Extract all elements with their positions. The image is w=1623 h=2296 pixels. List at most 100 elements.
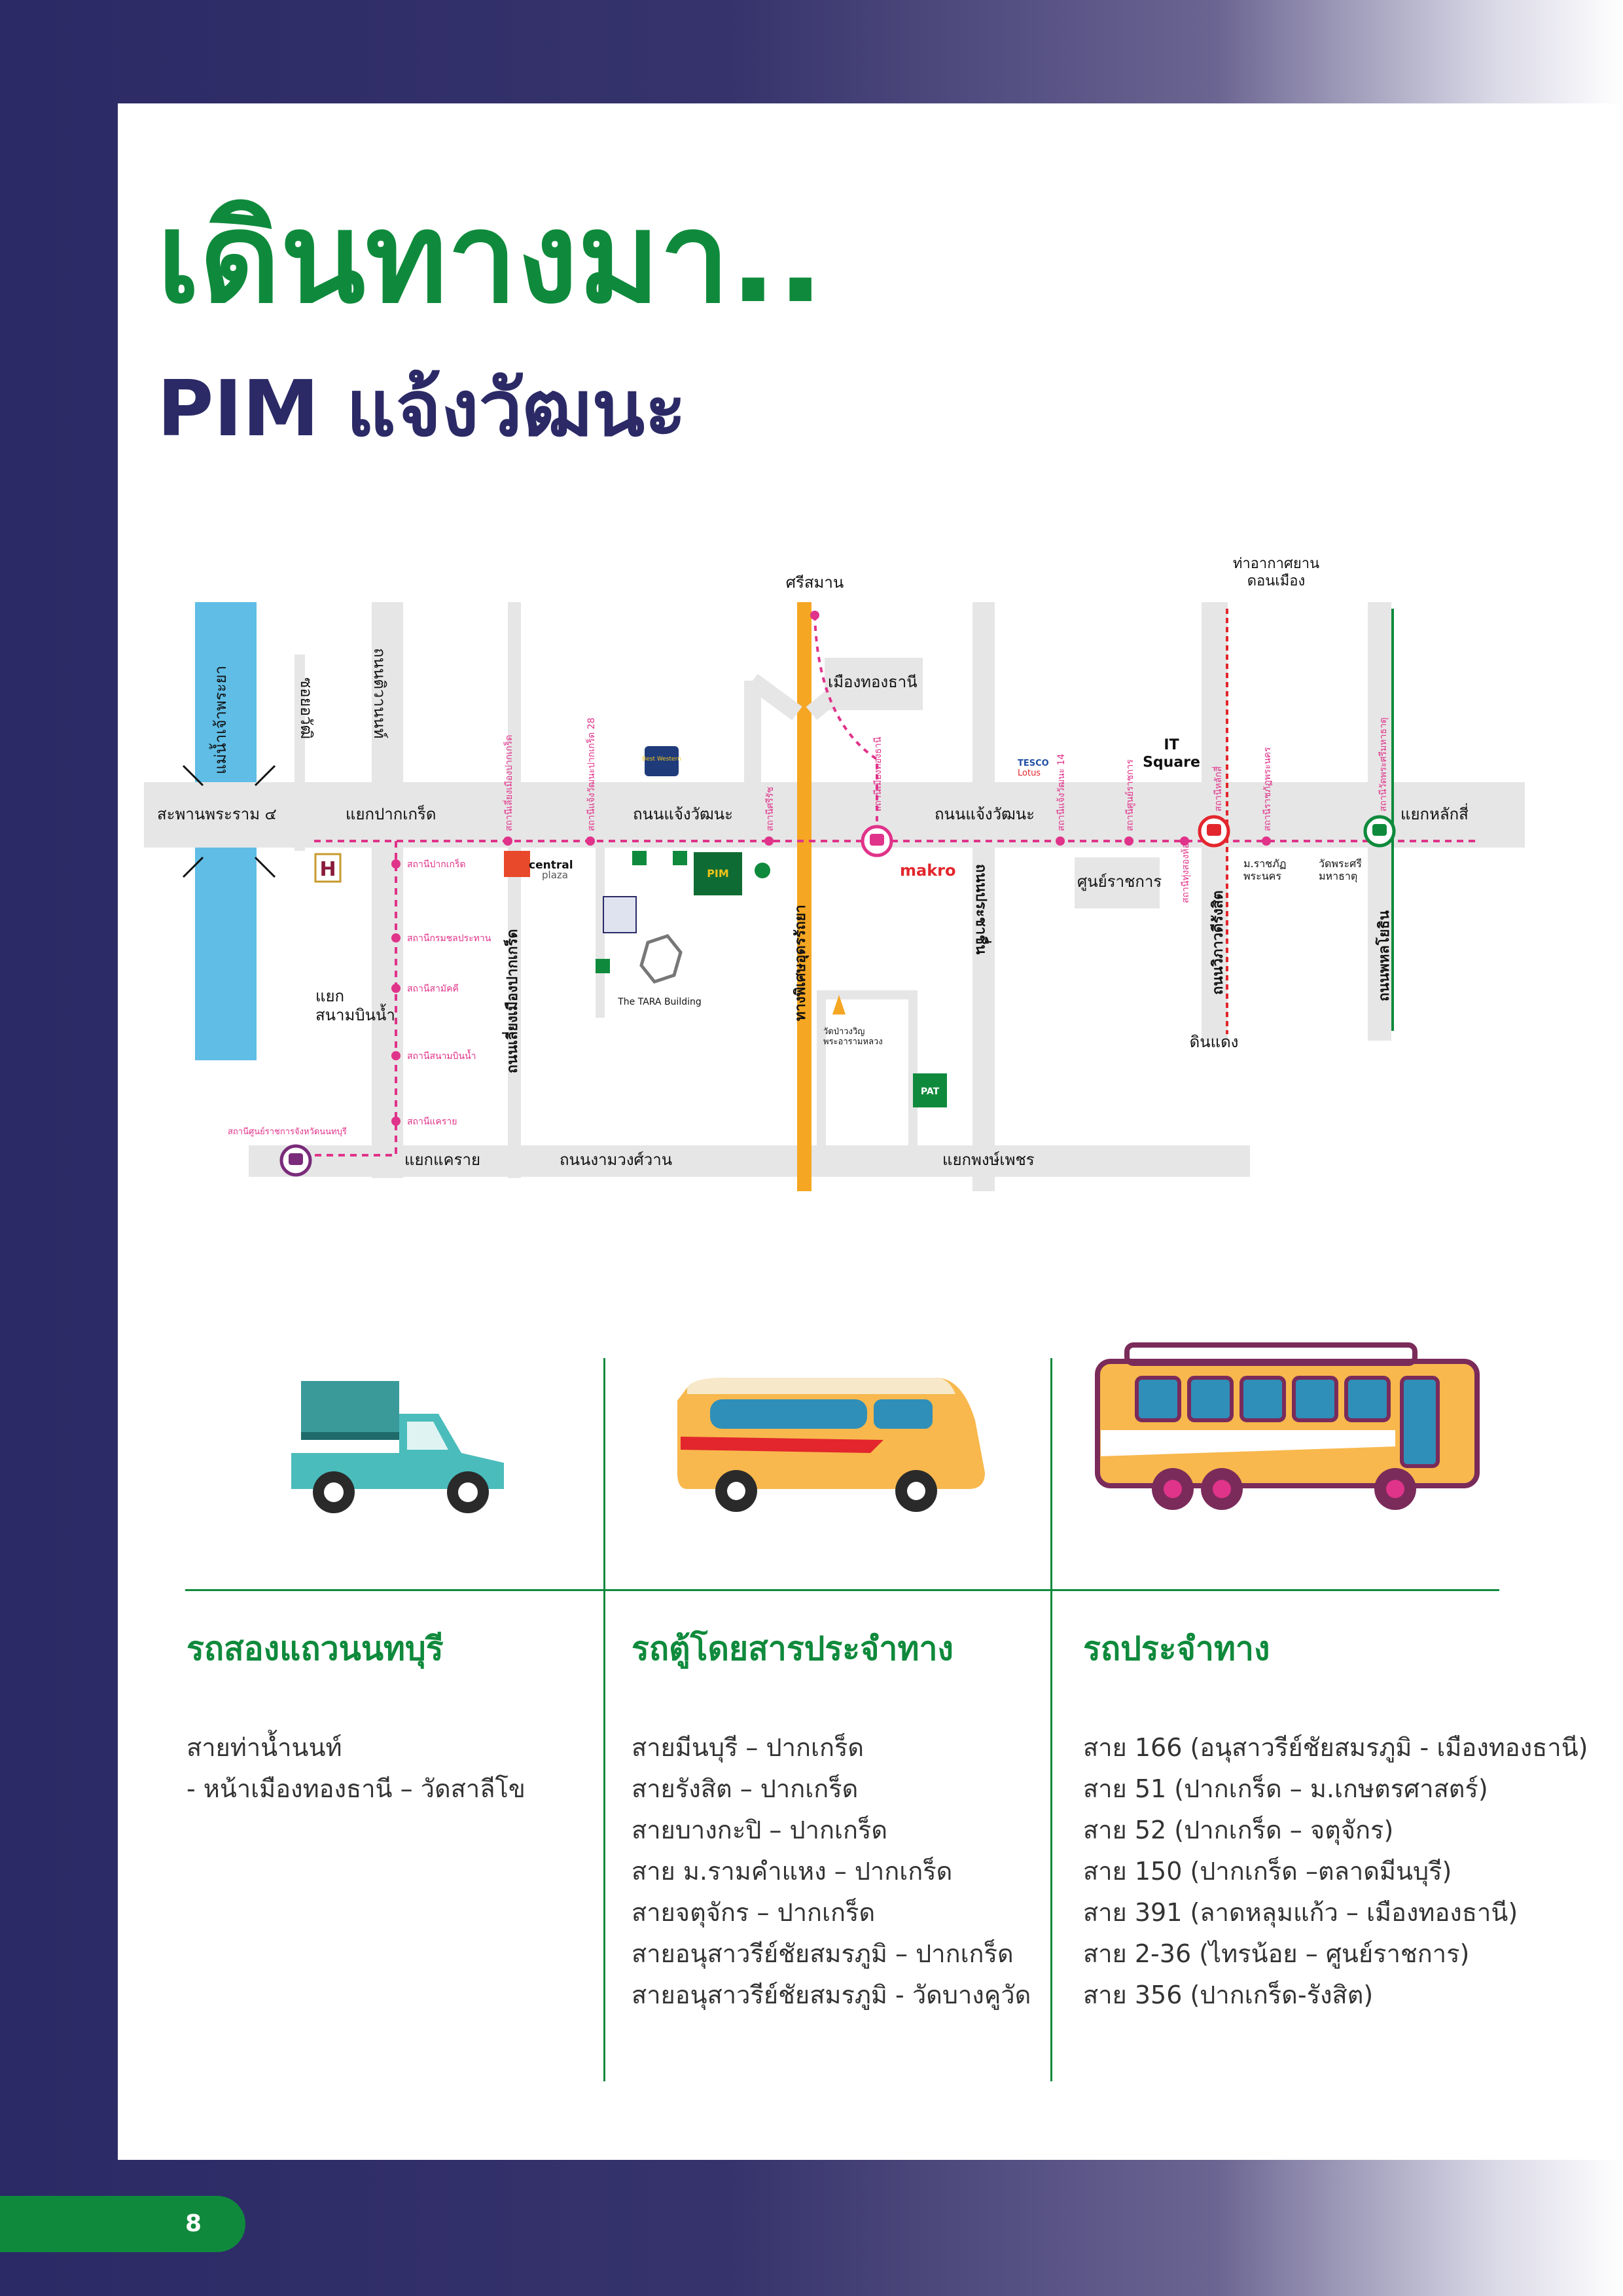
svg-text:ศรีสมาน: ศรีสมาน xyxy=(786,573,844,592)
column-divider-horizontal xyxy=(185,1589,1499,1591)
svg-text:ซอยอวัฒิ: ซอยอวัฒิ xyxy=(297,677,315,739)
svg-text:H: H xyxy=(319,858,336,881)
svg-text:แยกแคราย: แยกแคราย xyxy=(404,1151,480,1169)
svg-text:สถานีทุ่งสองห้อง: สถานีทุ่งสองห้อง xyxy=(1181,838,1191,903)
bridge-label: สะพานพระราม ๔ xyxy=(157,805,277,823)
bus-icon xyxy=(1095,1342,1480,1510)
seven-eleven-icon xyxy=(504,851,530,877)
soi-road xyxy=(294,655,305,851)
svg-text:TESCO: TESCO xyxy=(1018,759,1049,768)
column-divider-1 xyxy=(603,1358,605,2081)
bus-column: รถประจำทาง สาย 166 (อนุสาวรีย์ชัยสมรภูมิ… xyxy=(1083,1623,1588,2016)
svg-text:สถานีหลักสี่: สถานีหลักสี่ xyxy=(1212,766,1224,812)
songthaew-title: รถสองแถวนนทบุรี xyxy=(187,1630,444,1668)
wat-stupa-icon xyxy=(832,995,846,1014)
svg-text:สถานีแจ้งวัฒนะปากเกร็ด 28: สถานีแจ้งวัฒนะปากเกร็ด 28 xyxy=(585,718,597,831)
svg-text:ม.ราชภัฏพระนคร: ม.ราชภัฏพระนคร xyxy=(1243,857,1286,882)
van-route: สายอนุสาวรีย์ชัยสมรภูมิ – ปากเกร็ด xyxy=(632,1939,1014,1968)
lak-si-station-icon xyxy=(1198,815,1230,848)
bus-route: สาย 150 (ปากเกร็ด –ตลาดมีนบุรี) xyxy=(1083,1857,1452,1886)
wat-block xyxy=(817,990,918,1157)
svg-text:central: central xyxy=(529,859,573,872)
bus-title: รถประจำทาง xyxy=(1083,1630,1270,1668)
muang-thong-station-icon xyxy=(861,825,893,857)
songthaew-route: - หน้าเมืองทองธานี – วัดสาลีโข xyxy=(187,1774,526,1803)
bus-route: สาย 2-36 (ไทรน้อย – ศูนย์ราชการ) xyxy=(1083,1939,1470,1968)
van-route: สายจตุจักร – ปากเกร็ด xyxy=(632,1898,876,1927)
svg-text:ถนนเลี่ยงเมืองปากเกร็ด: ถนนเลี่ยงเมืองปากเกร็ด xyxy=(501,929,521,1073)
van-icon xyxy=(677,1378,985,1512)
van-route: สายมีนบุรี – ปากเกร็ด xyxy=(632,1733,865,1762)
green-line-station-icon xyxy=(1363,815,1396,848)
pim-logo-icon xyxy=(694,852,742,895)
svg-text:plaza: plaza xyxy=(542,869,568,881)
svg-text:ถนนประชาชื่น: ถนนประชาชื่น xyxy=(972,864,992,954)
svg-text:สถานีสนามบินน้ำ: สถานีสนามบินน้ำ xyxy=(407,1049,476,1062)
best-western-icon xyxy=(645,746,679,776)
svg-text:สถานีศูนย์ราชการ: สถานีศูนย์ราชการ xyxy=(1124,759,1135,831)
svg-text:ศูนย์ราชการ: ศูนย์ราชการ xyxy=(1077,872,1162,891)
bypass-road xyxy=(508,602,521,1178)
songthaew-column: รถสองแถวนนทบุรี สายท่าน้ำนนท์ - หน้าเมือ… xyxy=(187,1623,526,1810)
svg-text:สถานีเมืองทองธานี: สถานีเมืองทองธานี xyxy=(873,736,883,812)
svg-text:ถนนงามวงศ์วาน: ถนนงามวงศ์วาน xyxy=(560,1151,672,1169)
expressway xyxy=(797,602,812,1191)
seven-eleven-icon xyxy=(673,851,687,865)
gas-station-icon xyxy=(755,863,770,878)
svg-text:วัดป่าวงวิญพระอารามหลวง: วัดป่าวงวิญพระอารามหลวง xyxy=(823,1027,883,1047)
svg-text:ถนนพหลโยธิน: ถนนพหลโยธิน xyxy=(1375,910,1393,1001)
bus-route: สาย 391 (ลาดหลุมแก้ว – เมืองทองธานี) xyxy=(1083,1898,1518,1927)
svg-text:สถานีปากเกร็ด: สถานีปากเกร็ด xyxy=(407,858,466,870)
svg-text:ถนนแจ้งวัฒนะ: ถนนแจ้งวัฒนะ xyxy=(935,805,1035,823)
nonthaburi-station-icon xyxy=(279,1144,312,1177)
svg-text:สถานีสามัคคี: สถานีสามัคคี xyxy=(407,984,459,994)
page-title: เดินทางมา.. xyxy=(157,186,825,331)
tiwanon-road xyxy=(372,602,403,1178)
svg-text:สถานีแคราย: สถานีแคราย xyxy=(407,1117,457,1127)
svg-text:สถานีราชภัฏพระนคร: สถานีราชภัฏพระนคร xyxy=(1262,747,1273,831)
govt-block xyxy=(1075,857,1160,908)
page-number-badge: 8 xyxy=(0,2196,245,2252)
svg-text:แยกปากเกร็ด: แยกปากเกร็ด xyxy=(346,804,437,823)
route-map: H Best Western PIM PAT แม่น้ำเจ้าพระยา ส… xyxy=(144,556,1525,1191)
svg-text:ถนนวิภาวดีรังสิต: ถนนวิภาวดีรังสิต xyxy=(1210,890,1226,995)
van-route: สายรังสิต – ปากเกร็ด xyxy=(632,1774,859,1803)
page-number: 8 xyxy=(185,2210,202,2237)
svg-text:แยกสนามบินน้ำ: แยกสนามบินน้ำ xyxy=(315,987,395,1024)
page-subtitle: PIM แจ้งวัฒนะ xyxy=(157,363,687,454)
svg-text:makro: makro xyxy=(900,861,956,880)
svg-text:PIM: PIM xyxy=(707,867,729,880)
seven-eleven-icon xyxy=(632,851,647,865)
van-title: รถตู้โดยสารประจำทาง xyxy=(632,1630,954,1668)
svg-text:ท่าอากาศยานดอนเมือง: ท่าอากาศยานดอนเมือง xyxy=(1233,556,1319,589)
svg-text:เมืองทองธานี: เมืองทองธานี xyxy=(828,673,918,691)
column-divider-2 xyxy=(1050,1358,1052,2081)
songthaew-route: สายท่าน้ำนนท์ xyxy=(187,1733,342,1762)
page-sheet xyxy=(118,103,1623,2160)
svg-text:สถานีศรีรัช: สถานีศรีรัช xyxy=(765,787,776,831)
bus-route: สาย 356 (ปากเกร็ด-รังสิต) xyxy=(1083,1981,1374,2009)
svg-text:ดินแดง: ดินแดง xyxy=(1190,1033,1239,1051)
van-route: สาย ม.รามคำแหง – ปากเกร็ด xyxy=(632,1857,953,1886)
svg-text:สถานีวัดพระศรีมหาธาตุ: สถานีวัดพระศรีมหาธาตุ xyxy=(1378,717,1389,812)
bus-route: สาย 52 (ปากเกร็ด – จตุจักร) xyxy=(1083,1816,1394,1844)
river-label: แม่น้ำเจ้าพระยา xyxy=(209,666,230,774)
hotel-icon xyxy=(314,853,342,883)
svg-text:สถานีแจ้งวัฒนะ 14: สถานีแจ้งวัฒนะ 14 xyxy=(1056,754,1067,831)
svg-text:แยกพงษ์เพชร: แยกพงษ์เพชร xyxy=(942,1151,1035,1169)
tara-building-icon xyxy=(639,934,683,984)
svg-text:The TARA Building: The TARA Building xyxy=(617,997,702,1007)
prachachuen-road xyxy=(972,602,995,1191)
svg-text:Best Western: Best Western xyxy=(642,756,681,762)
svg-text:แยกหลักสี่: แยกหลักสี่ xyxy=(1400,803,1469,823)
campus-logo-icon xyxy=(603,896,637,933)
van-route: สายอนุสาวรีย์ชัยสมรภูมิ - วัดบางคูวัด xyxy=(632,1981,1031,2009)
svg-text:วัดพระศรีมหาธาตุ: วัดพระศรีมหาธาตุ xyxy=(1319,857,1362,883)
svg-text:Lotus: Lotus xyxy=(1018,768,1041,778)
van-route: สายบางกะปิ – ปากเกร็ด xyxy=(632,1816,888,1844)
van-column: รถตู้โดยสารประจำทาง สายมีนบุรี – ปากเกร็… xyxy=(632,1623,1031,2016)
bus-route: สาย 166 (อนุสาวรีย์ชัยสมรภูมิ - เมืองทอง… xyxy=(1083,1733,1588,1762)
seven-eleven-icon xyxy=(596,959,610,973)
pat-school-icon xyxy=(913,1073,947,1107)
